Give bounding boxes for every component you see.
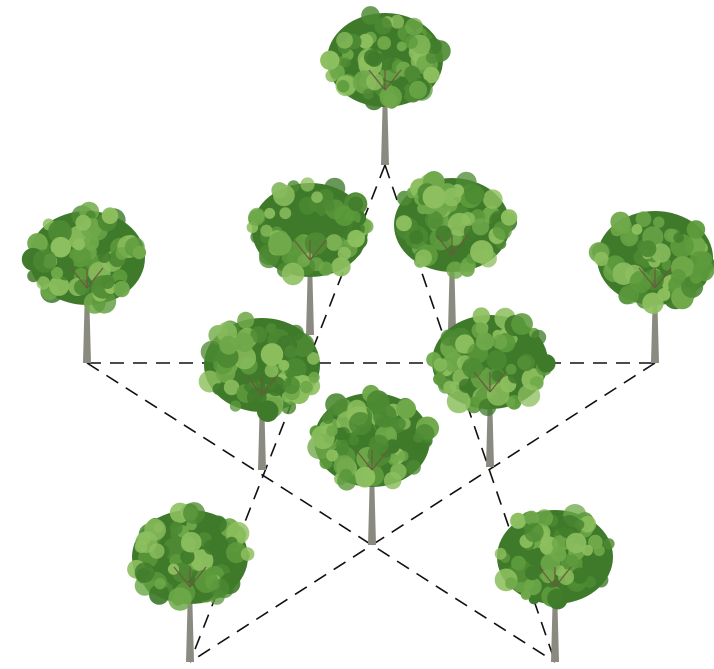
tree-crown — [22, 202, 146, 314]
tree-crown — [307, 385, 439, 491]
tree-right — [589, 211, 714, 363]
tree-top — [320, 6, 451, 165]
tree-crown — [247, 177, 374, 285]
tree-crown — [320, 6, 451, 110]
tree-crown — [199, 312, 321, 422]
tree-crown — [127, 502, 254, 611]
tree-inner-bottom — [307, 385, 439, 545]
tree-bottom-left — [127, 502, 254, 662]
trees — [22, 6, 714, 662]
tree-inner-upper-right — [394, 171, 517, 330]
tree-crown — [426, 307, 555, 416]
tree-left — [22, 202, 146, 363]
tree-inner-upper-left — [247, 177, 374, 335]
tree-inner-left — [199, 312, 321, 470]
tree-crown — [394, 171, 517, 279]
tree-crown — [495, 504, 615, 609]
tree-inner-right — [426, 307, 555, 467]
tree-crown — [589, 211, 714, 314]
tree-bottom-right — [495, 504, 615, 662]
